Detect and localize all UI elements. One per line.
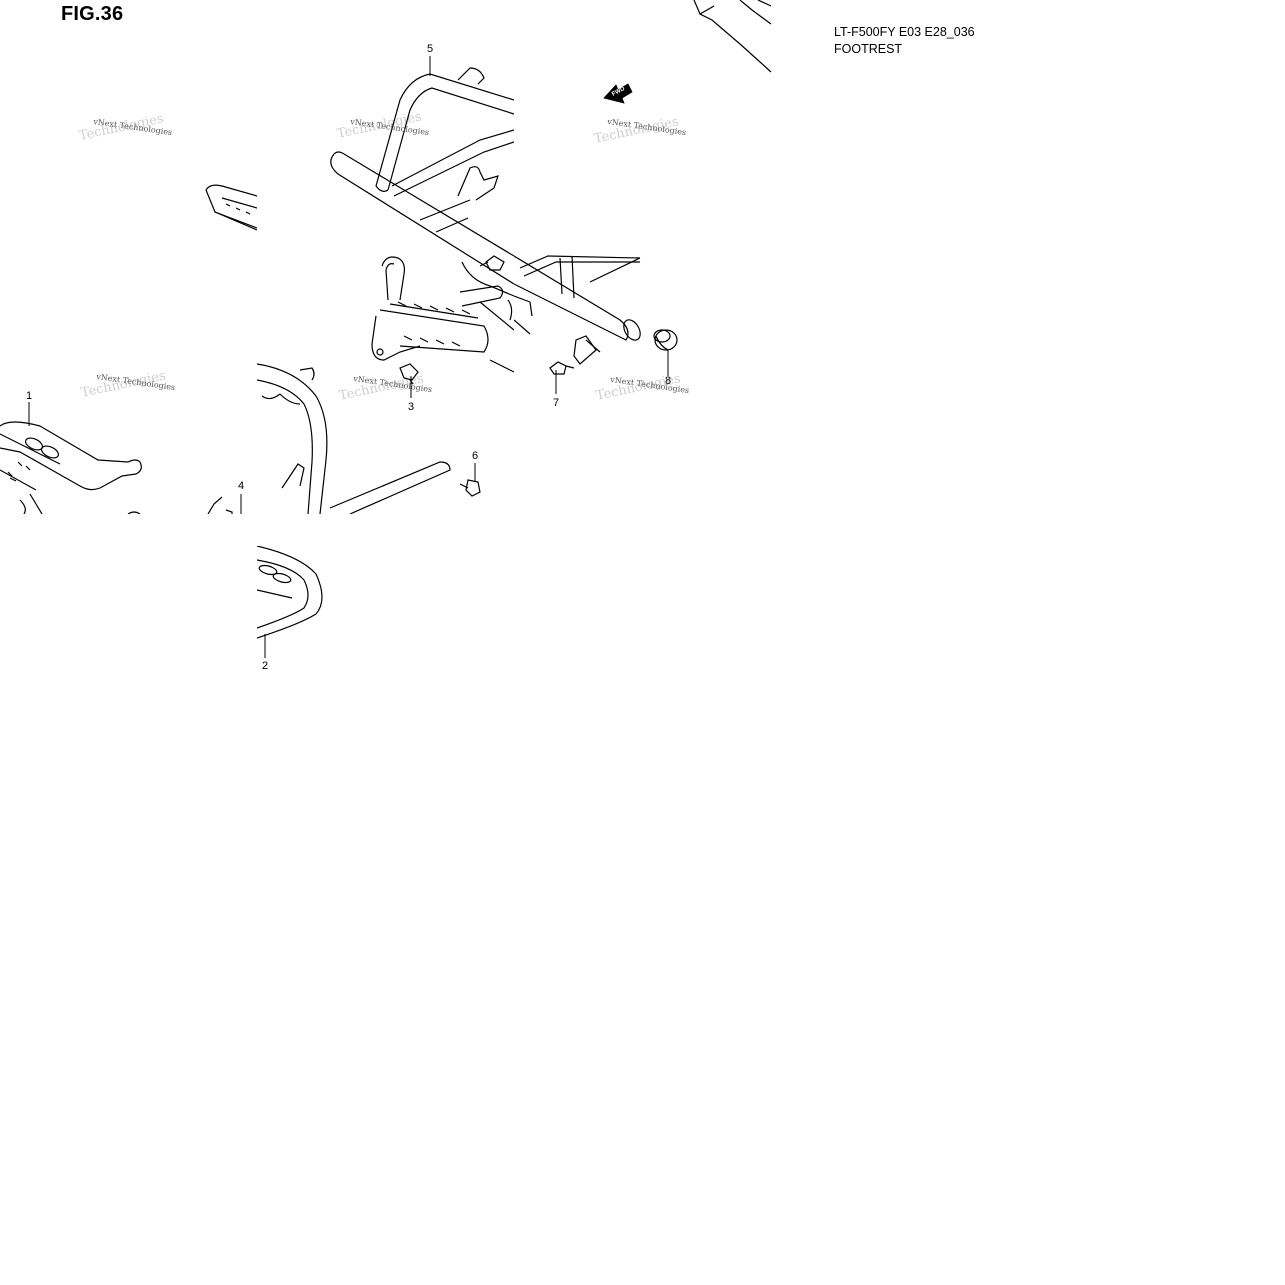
callout-5: 5 [427,43,433,55]
section-title: FOOTREST [834,42,903,56]
callout-3: 3 [408,401,414,413]
right-frame-group [514,255,678,375]
footrest-2-fragment [257,546,323,639]
callout-1: 1 [26,390,32,402]
watermark-overlay: vNext Technologies vNext Technologies vN… [92,117,690,395]
left-footrest-group [0,184,257,514]
callout-7: 7 [553,397,559,409]
fwd-arrow-icon: FWD [603,83,633,104]
figure-number: FIG.36 [61,3,124,25]
callout-4: 4 [238,480,244,492]
center-frame-group [330,67,514,384]
callout-8: 8 [665,375,671,387]
lower-frame-group [257,363,481,514]
callout-6: 6 [472,450,478,462]
upper-fragment [693,0,772,73]
model-code: LT-F500FY E03 E28_036 [834,25,975,39]
callout-labels: 1 2 3 4 5 6 7 8 [26,43,671,672]
leader-lines [28,56,669,658]
callout-2: 2 [262,660,268,672]
